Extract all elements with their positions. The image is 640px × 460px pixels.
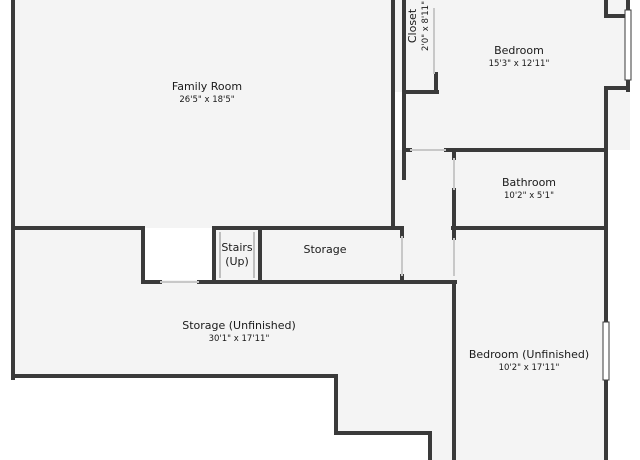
window: [602, 321, 610, 381]
windows: [602, 9, 632, 381]
stairs-label: Stairs: [221, 241, 253, 254]
stair-treads: [219, 232, 255, 278]
bedroom-dims: 15'3" x 12'11": [489, 59, 550, 69]
bedroom-unfinished-dims: 10'2" x 17'11": [499, 363, 560, 373]
family-room-name: Family Room: [172, 80, 242, 93]
closet-dims: 2'0" x 8'11": [421, 1, 431, 51]
storage-unfinished-name: Storage (Unfinished): [182, 319, 296, 332]
walls: [11, 0, 630, 460]
bedroom-unfinished-name: Bedroom (Unfinished): [469, 348, 589, 361]
storage-unfinished-floor: [15, 228, 453, 460]
bathroom-dims: 10'2" x 5'1": [504, 191, 554, 201]
family-room-floor: [15, 0, 393, 228]
stairs-direction: (Up): [225, 255, 249, 268]
window: [624, 9, 632, 81]
family-room-dims: 26'5" x 18'5": [179, 95, 234, 105]
closet-name: Closet: [406, 8, 419, 43]
stairs-floor: [214, 228, 260, 280]
bedroom-name: Bedroom: [494, 44, 544, 57]
bedroom-floor: [404, 0, 630, 150]
room-labels: Family Room 26'5" x 18'5" Closet 2'0" x …: [172, 1, 589, 373]
openings: [160, 8, 455, 283]
bathroom-name: Bathroom: [502, 176, 556, 189]
storage-name: Storage: [303, 243, 346, 256]
storage-floor: [260, 228, 400, 280]
storage-unfinished-dims: 30'1" x 17'11": [209, 334, 270, 344]
floor-areas: [15, 0, 630, 460]
bedroom-unfinished-floor: [453, 228, 605, 460]
bathroom-floor: [453, 150, 605, 228]
